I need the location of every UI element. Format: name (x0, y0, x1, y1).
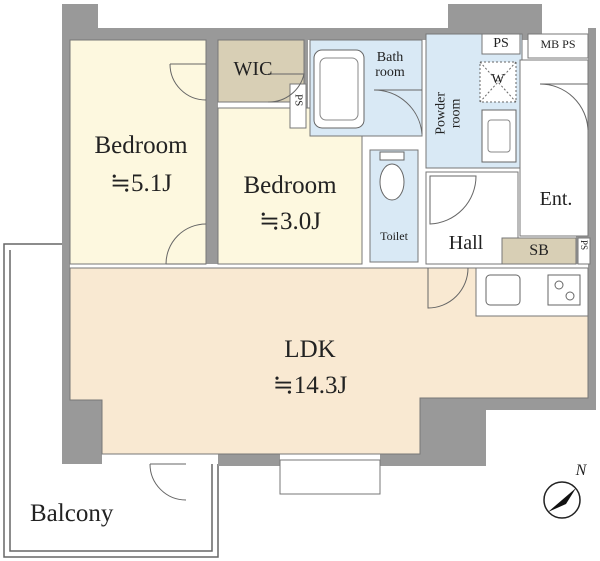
bedroom1-area: ≒5.1J (110, 170, 172, 197)
balcony-label: Balcony (30, 500, 114, 527)
stove-burner-2 (565, 291, 575, 301)
powder-label-2: room (449, 98, 464, 129)
toilet-label: Toilet (380, 229, 408, 243)
compass (543, 481, 581, 519)
sb-fill (501, 237, 577, 265)
walls (62, 4, 596, 466)
entrance-fill (519, 59, 589, 237)
window-bay (279, 459, 381, 495)
kitchen-sink (485, 274, 521, 306)
bath-label-1: Bath (376, 50, 404, 65)
entrance-label: Ent. (539, 188, 573, 210)
ps-small-text: PS (292, 94, 305, 107)
compass-label: N (575, 462, 587, 479)
washer-diag-2 (479, 61, 517, 103)
ldk-name: LDK (284, 336, 336, 363)
ps-top-label: PS (493, 36, 509, 51)
washer-label: W (491, 72, 505, 87)
stove-burner-1 (554, 280, 564, 290)
door-swings (149, 63, 589, 501)
bath-label-2: room (375, 65, 405, 81)
mbps-box (527, 33, 589, 59)
powder-label-1: Powder (433, 92, 449, 135)
ldk-area: ≒14.3J (272, 372, 348, 399)
washer-diag-1 (479, 61, 517, 103)
bedroom1-fill (69, 39, 207, 265)
bedroom1-name: Bedroom (94, 132, 188, 159)
vanity-bowl (487, 119, 511, 153)
ps-small-label: PS (290, 94, 306, 109)
balcony-area (3, 243, 219, 558)
wic-label: WIC (233, 58, 273, 80)
vanity (481, 109, 517, 163)
bathtub (313, 49, 365, 129)
toilet-tank (379, 151, 405, 161)
powder-label: Powder room (428, 68, 466, 148)
bathtub-inner (319, 57, 359, 121)
ps-side-label: PS (578, 240, 590, 252)
toilet-bowl (379, 163, 405, 201)
ps-small-box (289, 83, 307, 129)
ps-side-text: PS (579, 240, 589, 251)
bedroom2-name: Bedroom (243, 172, 337, 199)
bedroom2-area: ≒3.0J (259, 208, 321, 235)
sb-label: SB (529, 242, 549, 259)
ps-side-box (577, 237, 591, 265)
kitchen-stove (547, 274, 581, 306)
bath-label: Bath room (362, 50, 418, 81)
hall-fill (425, 171, 519, 265)
hall-label: Hall (448, 232, 484, 254)
ps-top-box (481, 33, 521, 55)
mbps-label: MB PS (540, 37, 576, 51)
